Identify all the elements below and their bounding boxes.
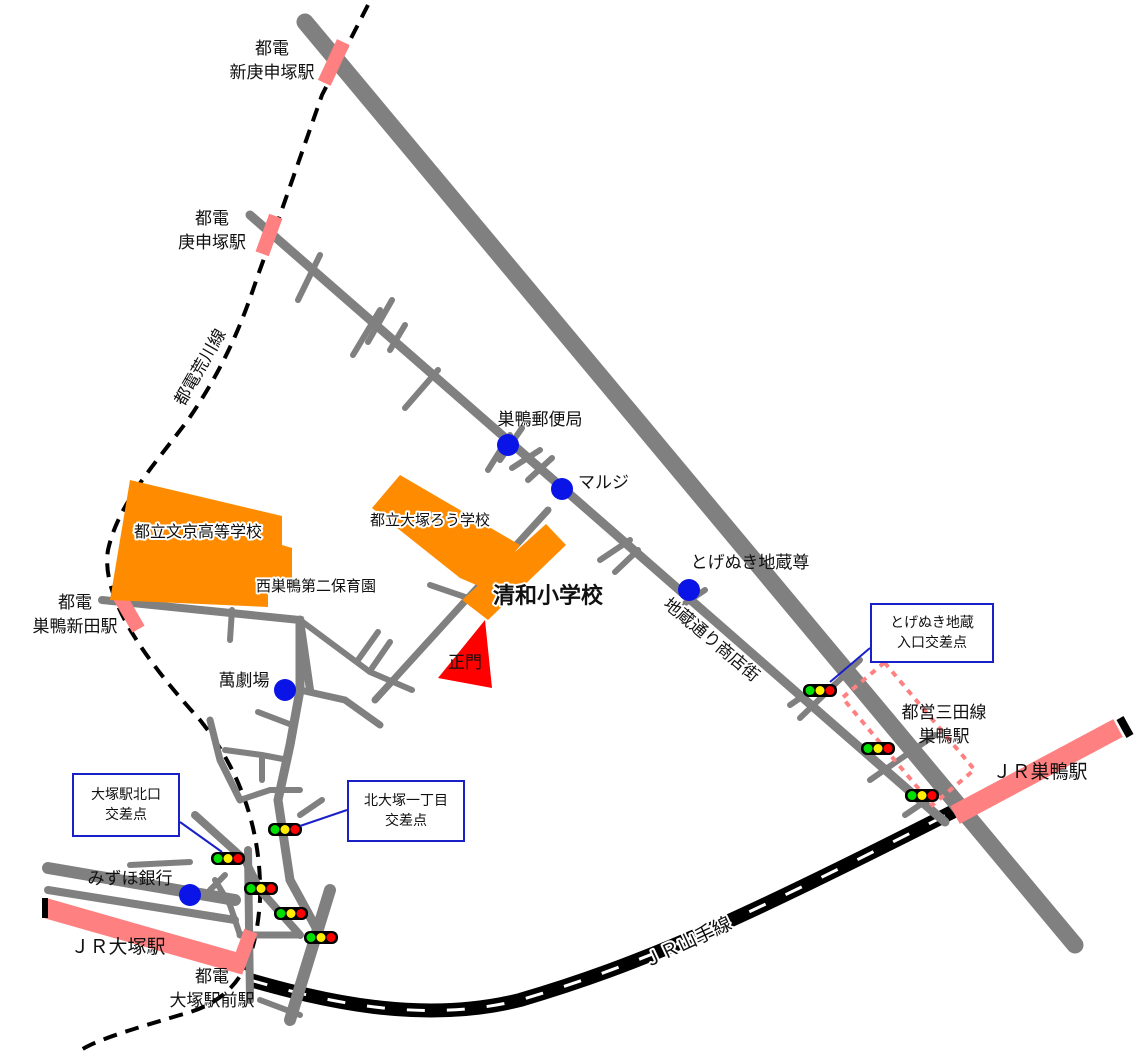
- traffic-signal-icon: [268, 823, 302, 836]
- station-jr-otsuka: [42, 898, 248, 975]
- label-mizuho: みずほ銀行: [88, 869, 173, 889]
- poi-dots: [179, 434, 700, 906]
- seiwa-elementary-school: [462, 524, 566, 620]
- callout-kitaotsuka-line2: 交差点: [385, 813, 427, 829]
- callout-togenuki-entrance: とげぬき地蔵 入口交差点: [870, 603, 994, 663]
- label-tram-sugamoshinden: 都電: [58, 593, 92, 613]
- label-tram-otsukaekimae-2: 大塚駅前駅: [170, 991, 255, 1011]
- station-shinkoshinzuka: [317, 39, 350, 86]
- poi-dot-icon: [179, 884, 201, 906]
- stations: [42, 39, 1123, 975]
- label-togenuki-jizo: とげぬき地蔵尊: [691, 553, 810, 573]
- callout-togenuki-entrance-line1: とげぬき地蔵: [890, 615, 974, 631]
- traffic-signal-icon: [905, 789, 939, 802]
- poi-dot-icon: [497, 434, 519, 456]
- label-tram-shinkoshinzuka-2: 新庚申塚駅: [230, 63, 315, 83]
- callout-kitaotsuka: 北大塚一丁目 交差点: [347, 780, 465, 842]
- label-tram-koshinzuka-2: 庚申塚駅: [178, 233, 246, 253]
- poi-dot-icon: [678, 579, 700, 601]
- buildings: [110, 475, 566, 620]
- poi-dot-icon: [274, 679, 296, 701]
- callout-togenuki-entrance-line2: 入口交差点: [897, 635, 967, 651]
- label-tram-koshinzuka: 都電: [195, 209, 229, 229]
- jr-yamanote-line-dash: [249, 806, 961, 1012]
- label-maruji: マルジ: [578, 473, 629, 493]
- label-jr-yamanote: ＪＲ山手線: [640, 913, 735, 973]
- label-sugamo-post: 巣鴨郵便局: [498, 410, 583, 430]
- traffic-signal-icon: [274, 907, 308, 920]
- traffic-signal-icon: [211, 852, 245, 865]
- traffic-signals: [211, 684, 939, 944]
- traffic-signal-icon: [244, 882, 278, 895]
- callout-kitaotsuka-line1: 北大塚一丁目: [364, 793, 448, 809]
- label-jr-otsuka: ＪＲ大塚駅: [70, 936, 165, 958]
- callout-otsuka-north-line1: 大塚駅北口: [91, 787, 161, 803]
- label-mita-line-2: 巣鴨駅: [919, 727, 970, 747]
- station-jr-sugamo: [950, 719, 1123, 824]
- label-tram-sugamoshinden-2: 巣鴨新田駅: [33, 617, 118, 637]
- traffic-signal-icon: [803, 684, 837, 697]
- callout-otsuka-north: 大塚駅北口 交差点: [72, 773, 180, 837]
- label-main-gate: 正門: [448, 653, 482, 673]
- traffic-signal-icon: [304, 931, 338, 944]
- label-tram-shinkoshinzuka: 都電: [255, 39, 289, 59]
- label-jizo-street: 地蔵通り商店街: [659, 594, 763, 686]
- label-nishisugamo-nursery: 西巣鴨第二保育園: [256, 577, 376, 595]
- label-bunkyo-high: 都立文京高等学校: [134, 522, 262, 541]
- traffic-signal-icon: [861, 742, 895, 755]
- label-mita-line: 都営三田線: [902, 703, 987, 723]
- callout-leaders: [179, 647, 871, 853]
- label-seiwa-school: 清和小学校: [493, 583, 604, 609]
- tram-line: [76, 4, 370, 1054]
- label-jr-sugamo: ＪＲ巣鴨駅: [992, 761, 1087, 783]
- poi-dot-icon: [551, 478, 573, 500]
- station-koshinzuka: [255, 213, 283, 257]
- bunkyo-high-school: [110, 480, 292, 607]
- gate-arrow-icon: [438, 620, 492, 688]
- otsuka-deaf-school: [372, 475, 520, 590]
- callout-otsuka-north-line2: 交差点: [105, 807, 147, 823]
- label-otsuka-deaf-school: 都立大塚ろう学校: [370, 511, 490, 529]
- label-bangekijo: 萬劇場: [219, 671, 270, 691]
- label-tram-otsukaekimae: 都電: [195, 967, 229, 987]
- roads: [42, 13, 1084, 1026]
